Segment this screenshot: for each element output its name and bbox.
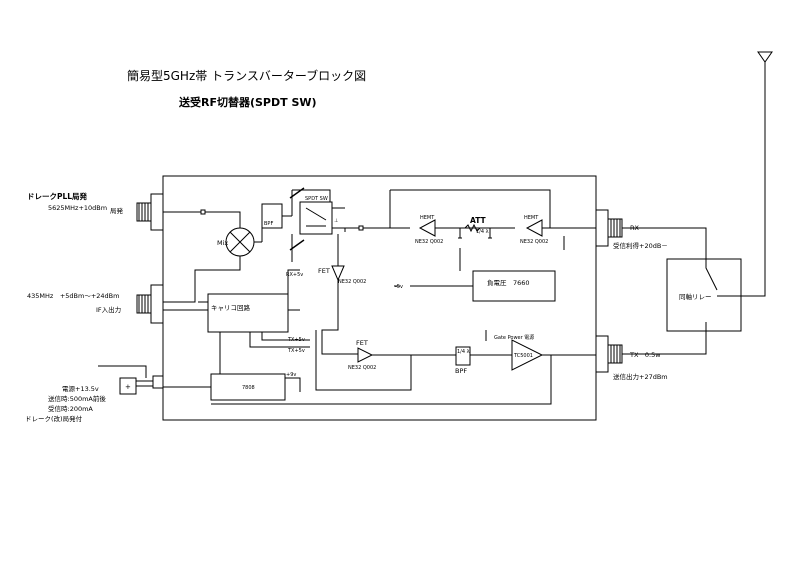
power-rx-note: 受信時:200mA <box>48 404 93 413</box>
hemt-left-part: NE32 Q002 <box>415 239 443 245</box>
rx-gain-label: 受信利得+20dB－ <box>613 241 668 250</box>
pa-label: TC5001 <box>513 353 533 359</box>
lo-label: 局発 <box>110 206 124 215</box>
carrier-label: キャリコ回路 <box>211 303 251 312</box>
if-label: IF入出力 <box>96 305 121 314</box>
pa-note: Gate Power 電源 <box>494 334 534 341</box>
power-connector: + <box>98 365 164 395</box>
tx-5v-label-2: TX+5v <box>287 348 305 354</box>
spdt-label: SPDT SW <box>305 196 328 202</box>
regulator-block <box>210 373 286 401</box>
fet-tx-part: NE32 Q002 <box>348 365 376 371</box>
hemt-right-amp <box>525 219 543 237</box>
power-tx-note: 送信時:500mA前後 <box>48 394 106 403</box>
carrier-block <box>207 293 289 333</box>
fet-rx-label: FET <box>318 267 330 275</box>
fet-rx-amp <box>331 265 345 282</box>
att-label: ATT <box>470 216 487 225</box>
power-drake-note: ドレーク(改)局発付 <box>25 414 83 423</box>
att-r-label: 1/4 λ <box>476 229 489 235</box>
relay-block <box>666 258 742 332</box>
small-plus-label: +9v <box>286 372 296 378</box>
diagram-title: 簡易型5GHz帯 トランスバーターブロック図 <box>127 68 366 83</box>
regulator-label: 7808 <box>242 385 255 391</box>
lo-title: ドレークPLL局発 <box>27 191 88 201</box>
svg-text:+: + <box>125 383 131 391</box>
rx-connector <box>595 209 623 247</box>
bpf-tx-block <box>455 346 471 366</box>
rx-5v-label: RX+5v <box>286 272 303 278</box>
antenna-icon <box>757 51 773 63</box>
bpf-tx-atten: 1/4 λ <box>457 349 470 355</box>
mixer-symbol <box>225 227 255 257</box>
hemt-right-part: NE32 Q002 <box>520 239 548 245</box>
lo-connector <box>136 193 164 231</box>
neg-voltage-block <box>472 270 556 302</box>
fet-rx-part: NE32 Q002 <box>338 279 366 285</box>
hemt-left-label: HEMT <box>420 215 435 221</box>
mixer-label: Mix <box>217 239 228 247</box>
neg-voltage-label: 負電圧 7660 <box>487 278 530 287</box>
hemt-right-label: HEMT <box>524 215 539 221</box>
hemt-left-amp <box>418 219 436 237</box>
relay-label: 同軸リレー <box>679 292 712 301</box>
power-supply-note: 電源+13.5v <box>62 384 99 393</box>
bpf-top-label: BPF <box>264 221 273 227</box>
tx-label: TX 0.5w <box>629 351 661 359</box>
bpf-tx-label: BPF <box>455 367 467 375</box>
pa-amp <box>511 339 544 371</box>
lo-freq: 5625MHz+10dBm <box>48 204 107 212</box>
tx-power-label: 送信出力+27dBm <box>613 372 668 381</box>
lo-line <box>163 211 241 228</box>
tx-connector <box>595 335 623 373</box>
if-connector <box>136 284 164 324</box>
fet-tx-amp <box>357 347 374 363</box>
svg-text:⊥: ⊥ <box>334 218 338 224</box>
if-freq: 435MHz +5dBm～+24dBm <box>27 292 119 300</box>
att-network <box>458 223 492 239</box>
small-minus-label: -5v <box>395 284 403 290</box>
spdt-switch <box>299 201 333 235</box>
fet-tx-label: FET <box>356 339 368 347</box>
diagram-subtitle: 送受RF切替器(SPDT SW) <box>178 95 317 109</box>
